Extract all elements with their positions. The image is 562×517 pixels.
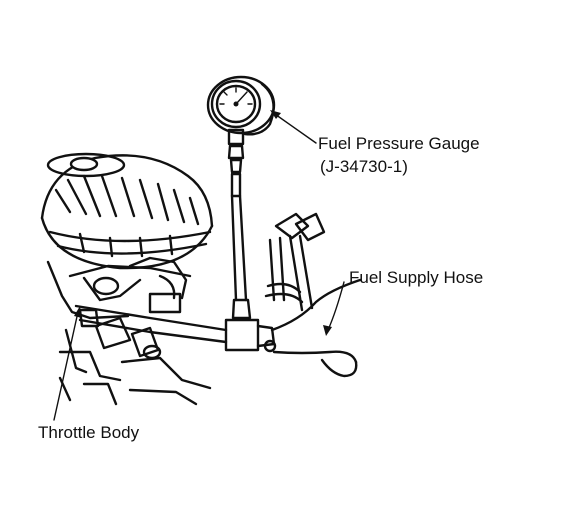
fuel-lines: [74, 212, 362, 378]
label-gauge-part-number: (J-34730-1): [320, 157, 408, 176]
gauge-leader-line: [270, 110, 317, 144]
air-cleaner-housing: [40, 152, 214, 270]
throttle-body-leader-line: [53, 306, 82, 421]
label-fuel-pressure-gauge: Fuel Pressure Gauge: [318, 134, 480, 153]
throttle-body-assembly: [46, 256, 212, 406]
fuel-pressure-gauge: [206, 75, 276, 198]
supply-hose-leader-line: [323, 281, 345, 336]
label-throttle-body: Throttle Body: [38, 423, 140, 442]
label-fuel-supply-hose: Fuel Supply Hose: [349, 268, 484, 287]
gauge-hose: [230, 194, 252, 320]
